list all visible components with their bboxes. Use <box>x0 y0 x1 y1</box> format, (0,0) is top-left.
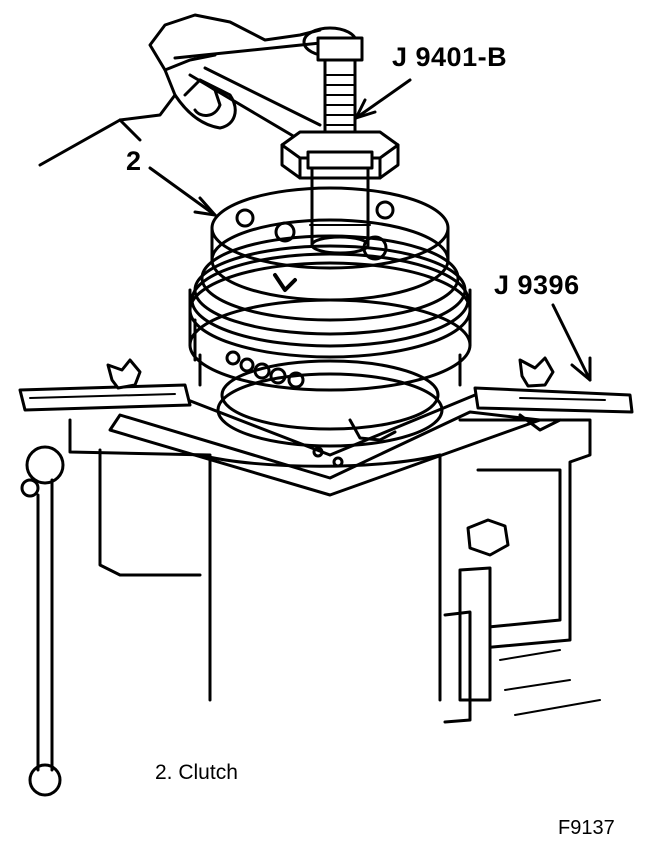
leader-arrows <box>148 78 592 382</box>
vise-handle <box>20 445 65 797</box>
tool-label-j9401b: J 9401-B <box>392 42 508 72</box>
holding-fixture <box>18 356 634 497</box>
tool-label-j9396: J 9396 <box>494 270 580 300</box>
clutch-assembly <box>188 186 472 448</box>
center-shaft <box>310 168 370 255</box>
legend-item-clutch: 2. Clutch <box>155 761 238 784</box>
arrow-callout-2 <box>148 166 217 217</box>
bench-vise <box>68 418 601 724</box>
arrow-j9401b <box>354 78 412 120</box>
forcing-nut <box>280 130 400 180</box>
arrow-j9396 <box>551 303 592 382</box>
hand-illustration <box>38 13 322 167</box>
figure-number: F9137 <box>558 817 615 839</box>
callout-number-2: 2 <box>126 146 142 176</box>
